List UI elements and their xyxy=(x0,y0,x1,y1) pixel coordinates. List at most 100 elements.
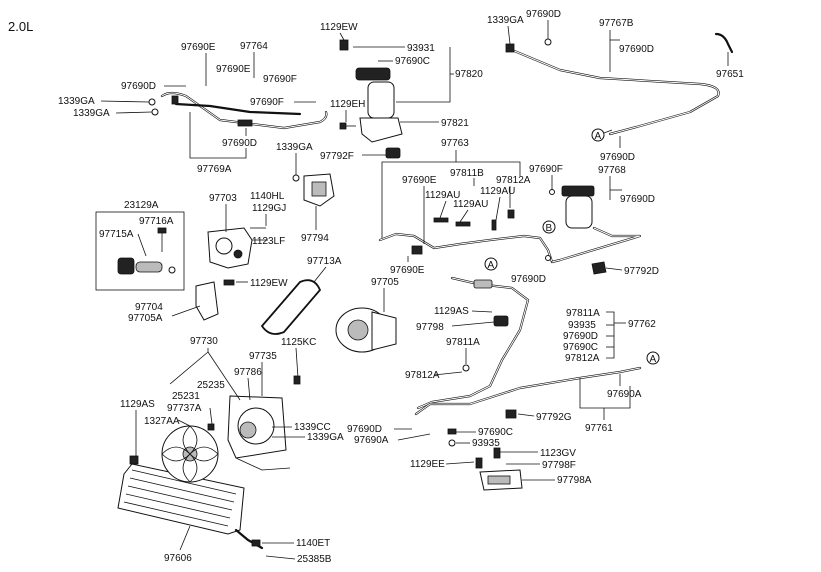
part-label-97651: 97651 xyxy=(716,69,744,80)
pipe-97763 xyxy=(378,209,554,264)
bracket-97794 xyxy=(292,173,335,207)
part-label-97703: 97703 xyxy=(209,193,237,204)
part-label-97690D-tr2: 97690D xyxy=(619,44,654,55)
part-label-1339CC: 1339CC xyxy=(294,422,331,433)
part-label-97606: 97606 xyxy=(164,553,192,564)
accumulator-97768 xyxy=(545,185,642,264)
part-label-97690E-c: 97690E xyxy=(402,175,437,186)
part-label-25231: 25231 xyxy=(172,391,200,402)
compressor-97705 xyxy=(335,288,397,353)
part-label-97690F-c: 97690F xyxy=(529,164,563,175)
mounting-block-97798a xyxy=(475,447,523,491)
part-label-97762: 97762 xyxy=(628,319,656,330)
part-label-97792F: 97792F xyxy=(320,151,354,162)
part-label-97690D-e: 97690D xyxy=(563,331,598,342)
part-label-1339GA-l2: 1339GA xyxy=(73,108,110,119)
part-label-97690F-b: 97690F xyxy=(250,97,284,108)
part-label-97690C-c: 97690C xyxy=(478,427,513,438)
part-label-97730: 97730 xyxy=(190,336,218,347)
part-label-97792D: 97792D xyxy=(624,266,659,277)
part-label-97690E-d: 97690E xyxy=(390,265,425,276)
tensioner-kit-97715a xyxy=(117,227,176,275)
part-label-97713A: 97713A xyxy=(307,256,342,267)
part-label-97769A: 97769A xyxy=(197,164,232,175)
part-label-93931: 93931 xyxy=(407,43,435,54)
part-label-97690C-b: 97690C xyxy=(563,342,598,353)
discharge-hose-97762 xyxy=(416,276,530,410)
part-label-97811B: 97811B xyxy=(450,168,484,179)
svg-text:A: A xyxy=(595,131,602,142)
part-label-97792G: 97792G xyxy=(536,412,572,423)
pipe-97767b xyxy=(505,32,734,136)
circle-marker-a-3: A xyxy=(646,351,660,365)
receiver-drier-assembly xyxy=(339,39,403,159)
circle-marker-a-2: A xyxy=(484,257,498,271)
bracket-97704 xyxy=(195,279,235,321)
part-label-97690D-tr: 97690D xyxy=(526,9,561,20)
part-label-97761: 97761 xyxy=(585,423,613,434)
part-label-1129EW-mid: 1129EW xyxy=(250,278,288,289)
circle-marker-b: B xyxy=(542,220,556,234)
part-label-97690D-r2: 97690D xyxy=(600,152,635,163)
part-label-97690F-a: 97690F xyxy=(263,74,297,85)
part-label-1339GA-c: 1339GA xyxy=(307,432,344,443)
part-label-97735: 97735 xyxy=(249,351,277,362)
clip-97792d xyxy=(591,261,607,275)
part-label-97704: 97704 xyxy=(135,302,163,313)
part-label-97763: 97763 xyxy=(441,138,469,149)
part-label-97690A-b: 97690A xyxy=(607,389,642,400)
part-label-97820: 97820 xyxy=(455,69,483,80)
engine-label: 2.0L xyxy=(8,19,33,34)
pipe-97769a xyxy=(148,91,328,130)
liquid-pipe-97761 xyxy=(414,366,642,419)
part-label-1123LF: 1123LF xyxy=(252,236,285,247)
part-label-97768: 97768 xyxy=(598,165,626,176)
part-label-1129EW-top: 1129EW xyxy=(320,22,358,33)
part-label-1129AU-a: 1129AU xyxy=(425,190,460,201)
part-label-97690E-b: 97690E xyxy=(216,64,251,75)
part-label-97767B: 97767B xyxy=(599,18,634,29)
part-label-97786: 97786 xyxy=(234,367,262,378)
part-label-97715A: 97715A xyxy=(99,229,134,240)
svg-text:A: A xyxy=(488,260,495,271)
part-label-1129AU-c: 1129AU xyxy=(453,199,488,210)
part-label-97690A-a: 97690A xyxy=(354,435,389,446)
part-label-1129GJ: 1129GJ xyxy=(252,203,286,214)
part-label-97798: 97798 xyxy=(416,322,444,333)
part-label-97690D-mid: 97690D xyxy=(222,138,257,149)
part-label-1140HL: 1140HL xyxy=(250,191,285,202)
fan-shroud-97730 xyxy=(227,395,291,471)
part-label-97737A: 97737A xyxy=(167,403,202,414)
part-label-1339GA-l1: 1339GA xyxy=(58,96,95,107)
part-label-1129AS-a: 1129AS xyxy=(434,306,469,317)
part-label-1129AS-b: 1129AS xyxy=(120,399,155,410)
part-label-1327AA: 1327AA xyxy=(144,416,180,427)
kit-box-23129a xyxy=(95,211,185,291)
part-label-23129A: 23129A xyxy=(124,200,159,211)
part-label-1123GV: 1123GV xyxy=(540,448,576,459)
part-label-1339GA-mid: 1339GA xyxy=(276,142,313,153)
part-label-97690D-c: 97690D xyxy=(511,274,546,285)
svg-text:A: A xyxy=(650,354,657,365)
svg-text:B: B xyxy=(546,223,553,234)
part-label-97812A-b: 97812A xyxy=(405,370,440,381)
drive-belt-97713a xyxy=(260,279,322,335)
part-label-93935-b: 93935 xyxy=(472,438,500,449)
part-label-97764: 97764 xyxy=(240,41,268,52)
circle-marker-a-1: A xyxy=(591,128,605,142)
part-label-97690D-l: 97690D xyxy=(121,81,156,92)
part-label-97798F: 97798F xyxy=(542,460,576,471)
part-label-1129AU-b: 1129AU xyxy=(480,186,515,197)
part-label-93935-a: 93935 xyxy=(568,320,596,331)
compressor-bracket-97703 xyxy=(207,227,268,269)
part-label-25235: 25235 xyxy=(197,380,225,391)
part-label-97812A-a: 97812A xyxy=(496,175,531,186)
part-label-97690C-top: 97690C xyxy=(395,56,430,67)
part-label-97821: 97821 xyxy=(441,118,469,129)
part-label-97798A: 97798A xyxy=(557,475,592,486)
part-label-97690D-f: 97690D xyxy=(347,424,382,435)
part-label-97705: 97705 xyxy=(371,277,399,288)
part-label-25385B: 25385B xyxy=(297,554,332,565)
